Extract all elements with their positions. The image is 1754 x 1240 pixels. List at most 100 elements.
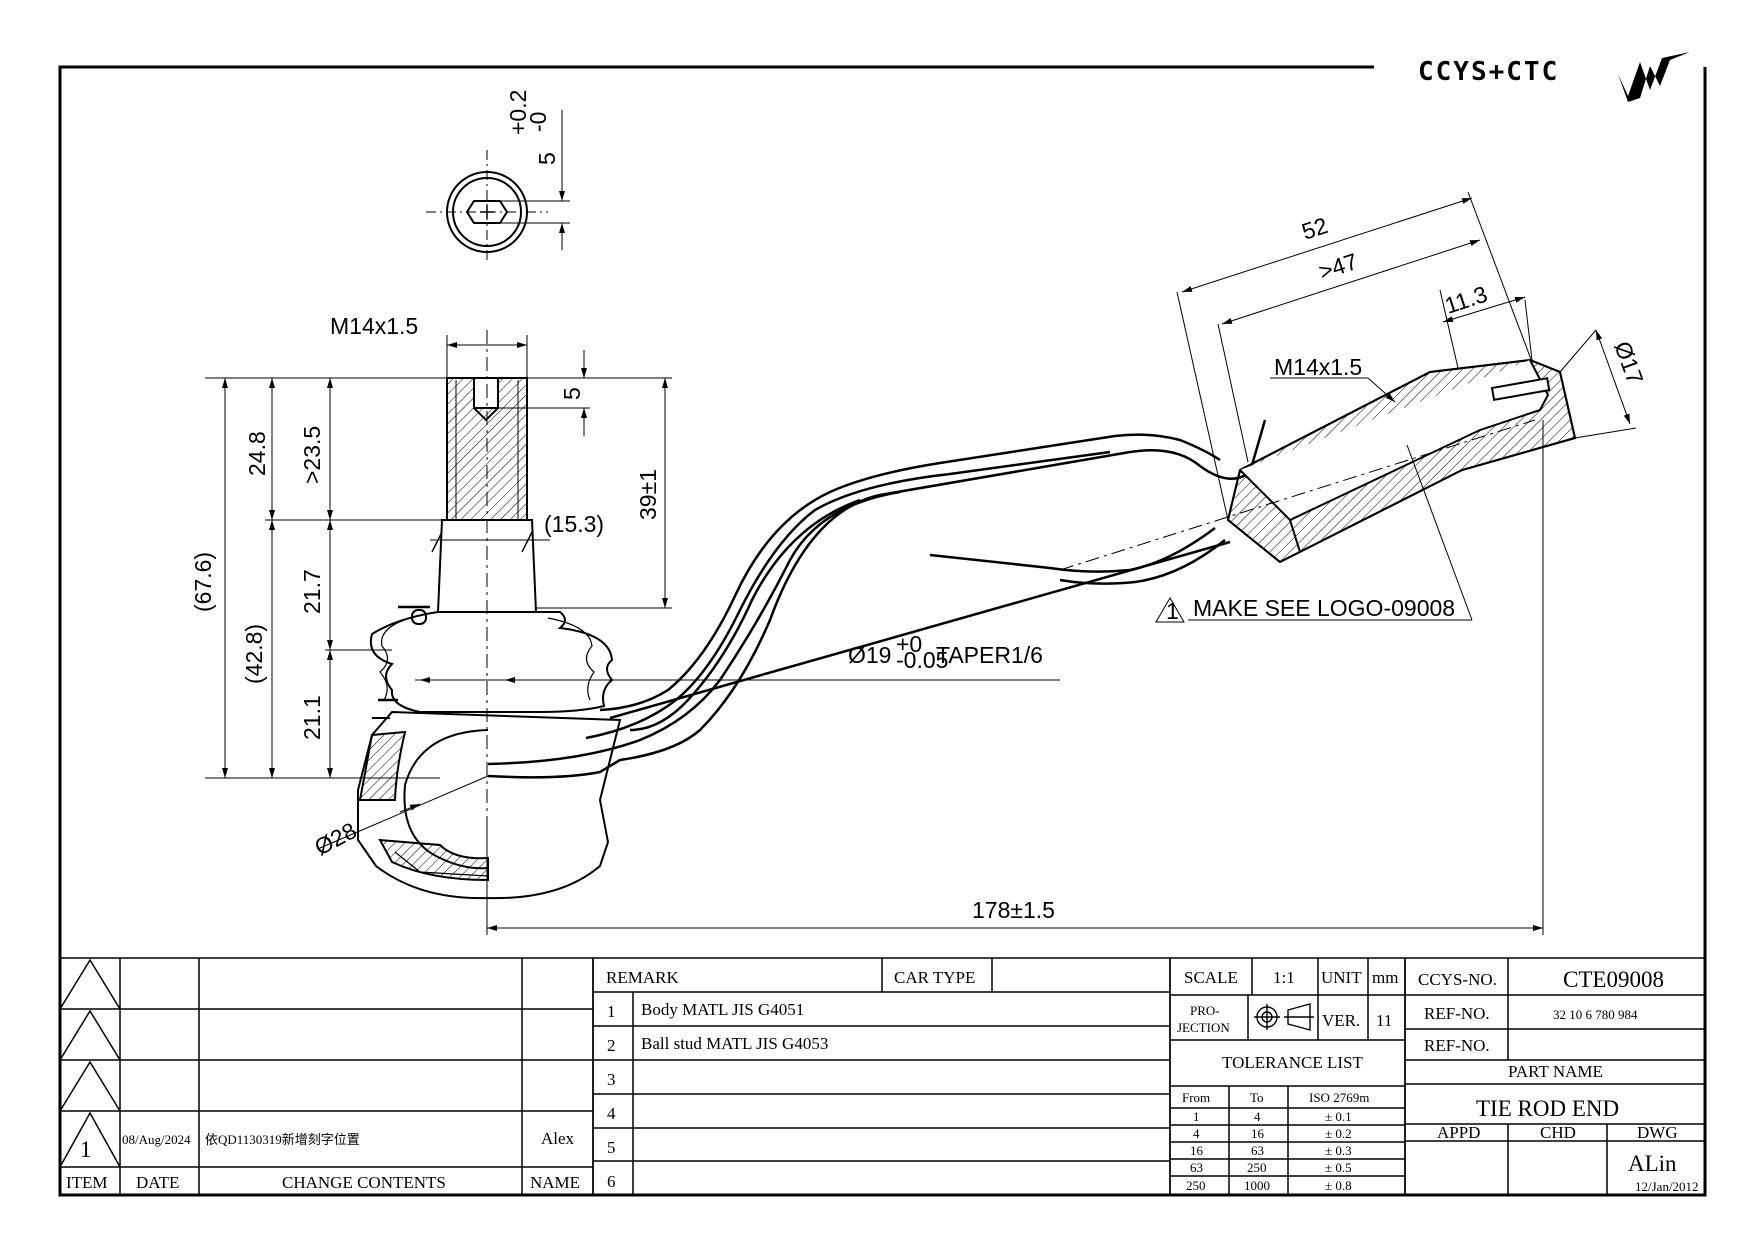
top-view-hex-socket xyxy=(426,110,570,262)
threaded-end-centerline xyxy=(1059,419,1536,571)
remark-block xyxy=(592,957,1171,1196)
remark-row-number: 1 xyxy=(607,1002,616,1021)
taper-diameter: Ø19 xyxy=(848,642,891,668)
ball-stud xyxy=(357,377,622,900)
dimension-labels: M14x1.5 5 24.8 >23.5 21.7 21.1 (67.6) (4… xyxy=(190,212,1649,923)
svg-text:63: 63 xyxy=(1190,1160,1203,1175)
dimension-15-3: (15.3) xyxy=(544,511,604,537)
svg-text:63: 63 xyxy=(1251,1143,1264,1158)
dimension-42-8: (42.8) xyxy=(241,624,267,684)
remark-rows: 1 Body MATL JIS G4051 2 Ball stud MATL J… xyxy=(607,1000,828,1191)
dimension-52: 52 xyxy=(1299,212,1331,245)
svg-text:250: 250 xyxy=(1186,1178,1206,1193)
dimension-21-1: 21.1 xyxy=(299,695,325,740)
car-type-label: CAR TYPE xyxy=(894,968,975,987)
scale-label: SCALE xyxy=(1184,968,1238,987)
taper-tol-upper: +0 xyxy=(896,631,922,657)
dimension-47: >47 xyxy=(1316,248,1361,285)
revision-triangle-4 xyxy=(59,1111,121,1168)
svg-text:± 0.1: ± 0.1 xyxy=(1325,1109,1352,1124)
dimension-11-3: 11.3 xyxy=(1442,281,1491,319)
tolerance-header-to: To xyxy=(1250,1090,1264,1105)
version-label: VER. xyxy=(1322,1011,1360,1030)
dimension-21-7: 21.7 xyxy=(299,569,325,614)
revision-row: 1 08/Aug/2024 依QD1130319新增刻字位置 Alex xyxy=(80,1129,575,1162)
svg-text:1000: 1000 xyxy=(1244,1178,1270,1193)
svg-text:4: 4 xyxy=(1193,1126,1200,1141)
revision-headers: ITEM DATE CHANGE CONTENTS NAME xyxy=(66,1173,580,1192)
svg-text:4: 4 xyxy=(1254,1109,1261,1124)
ccys-no-label: CCYS-NO. xyxy=(1418,970,1497,989)
ccys-no-value: CTE09008 xyxy=(1563,967,1664,992)
dimension-39: 39±1 xyxy=(635,469,661,520)
projection-label: PRO- xyxy=(1190,1003,1220,1018)
svg-text:ITEM: ITEM xyxy=(66,1173,108,1192)
revision-name: Alex xyxy=(541,1129,575,1148)
dimension-lines xyxy=(205,191,1637,935)
projection-label-2: JECTION xyxy=(1177,1020,1230,1035)
svg-text:NAME: NAME xyxy=(530,1173,580,1192)
svg-text:1: 1 xyxy=(1193,1109,1200,1124)
drawn-by: ALin xyxy=(1628,1151,1677,1176)
remark-row-number: 5 xyxy=(607,1138,616,1157)
ref-no-value: 32 10 6 780 984 xyxy=(1553,1007,1638,1022)
drawn-label: DWG xyxy=(1637,1123,1678,1142)
make-note-text: MAKE SEE LOGO-09008 xyxy=(1193,595,1455,621)
slot-height-tol-lower: -0 xyxy=(525,112,551,132)
dimension-178: 178±1.5 xyxy=(972,897,1055,923)
title-block xyxy=(1404,957,1706,1196)
remark-row-number: 3 xyxy=(607,1070,616,1089)
part-name-value: TIE ROD END xyxy=(1476,1096,1619,1121)
brand-wordmark: CCYS+CTC xyxy=(1418,57,1559,87)
remark-row-text: Body MATL JIS G4051 xyxy=(641,1000,804,1019)
version-value: 11 xyxy=(1376,1011,1392,1030)
tolerance-title: TOLERANCE LIST xyxy=(1222,1053,1363,1072)
approved-label: APPD xyxy=(1437,1123,1480,1142)
dimension-67-6: (67.6) xyxy=(190,552,216,612)
remark-row-text: Ball stud MATL JIS G4053 xyxy=(641,1034,828,1053)
ref-no-label: REF-NO. xyxy=(1424,1004,1490,1023)
brand-bird-icon xyxy=(1618,52,1690,102)
remark-row-number: 4 xyxy=(607,1104,616,1123)
svg-text:± 0.2: ± 0.2 xyxy=(1325,1126,1352,1141)
first-angle-projection-icon xyxy=(1254,1003,1314,1031)
tolerance-header-iso: ISO 2769m xyxy=(1309,1090,1369,1105)
checked-label: CHD xyxy=(1540,1123,1576,1142)
unit-value: mm xyxy=(1372,968,1398,987)
part-name-label: PART NAME xyxy=(1508,1062,1603,1081)
dimension-17: Ø17 xyxy=(1609,338,1648,388)
remark-row-number: 6 xyxy=(607,1172,616,1191)
thread-callout-right: M14x1.5 xyxy=(1274,354,1362,380)
dimension-23-5: >23.5 xyxy=(299,426,325,484)
svg-text:± 0.5: ± 0.5 xyxy=(1325,1160,1352,1175)
svg-text:DATE: DATE xyxy=(136,1173,179,1192)
svg-text:5: 5 xyxy=(534,152,560,165)
revision-triangle-number: 1 xyxy=(1166,598,1179,624)
revision-triangle-1 xyxy=(59,958,121,1010)
svg-text:± 0.8: ± 0.8 xyxy=(1325,1178,1352,1193)
revision-triangle-2 xyxy=(59,1009,121,1061)
thread-callout-left: M14x1.5 xyxy=(330,313,418,339)
revision-triangle-3 xyxy=(59,1060,121,1112)
ref-no-2-label: REF-NO. xyxy=(1424,1036,1490,1055)
remark-row-number: 2 xyxy=(607,1036,616,1055)
spec-block xyxy=(1169,957,1406,1196)
slot-height-tol-upper: +0.2 xyxy=(505,90,531,135)
tolerance-header-from: From xyxy=(1182,1090,1210,1105)
make-note: 1 MAKE SEE LOGO-09008 xyxy=(1155,595,1455,624)
revision-item: 1 xyxy=(80,1137,92,1162)
brand-logo: CCYS+CTC xyxy=(1418,52,1690,102)
unit-label: UNIT xyxy=(1321,968,1362,987)
taper-callout: TAPER1/6 xyxy=(936,642,1043,668)
svg-text:± 0.3: ± 0.3 xyxy=(1325,1143,1352,1158)
revision-change: 依QD1130319新增刻字位置 xyxy=(205,1132,360,1147)
hex-depth-dimension: 5 xyxy=(559,387,585,400)
svg-text:16: 16 xyxy=(1190,1143,1204,1158)
revision-triangle-icon xyxy=(1155,597,1185,623)
dimension-28: Ø28 xyxy=(310,817,361,860)
tolerance-rows: 1 4 ± 0.1 4 16 ± 0.2 16 63 ± 0.3 63 250 … xyxy=(1186,1109,1352,1193)
svg-text:CHANGE CONTENTS: CHANGE CONTENTS xyxy=(282,1173,446,1192)
revision-block xyxy=(59,957,594,1196)
drawn-date: 12/Jan/2012 xyxy=(1635,1179,1699,1194)
threaded-end-section xyxy=(1226,358,1577,564)
